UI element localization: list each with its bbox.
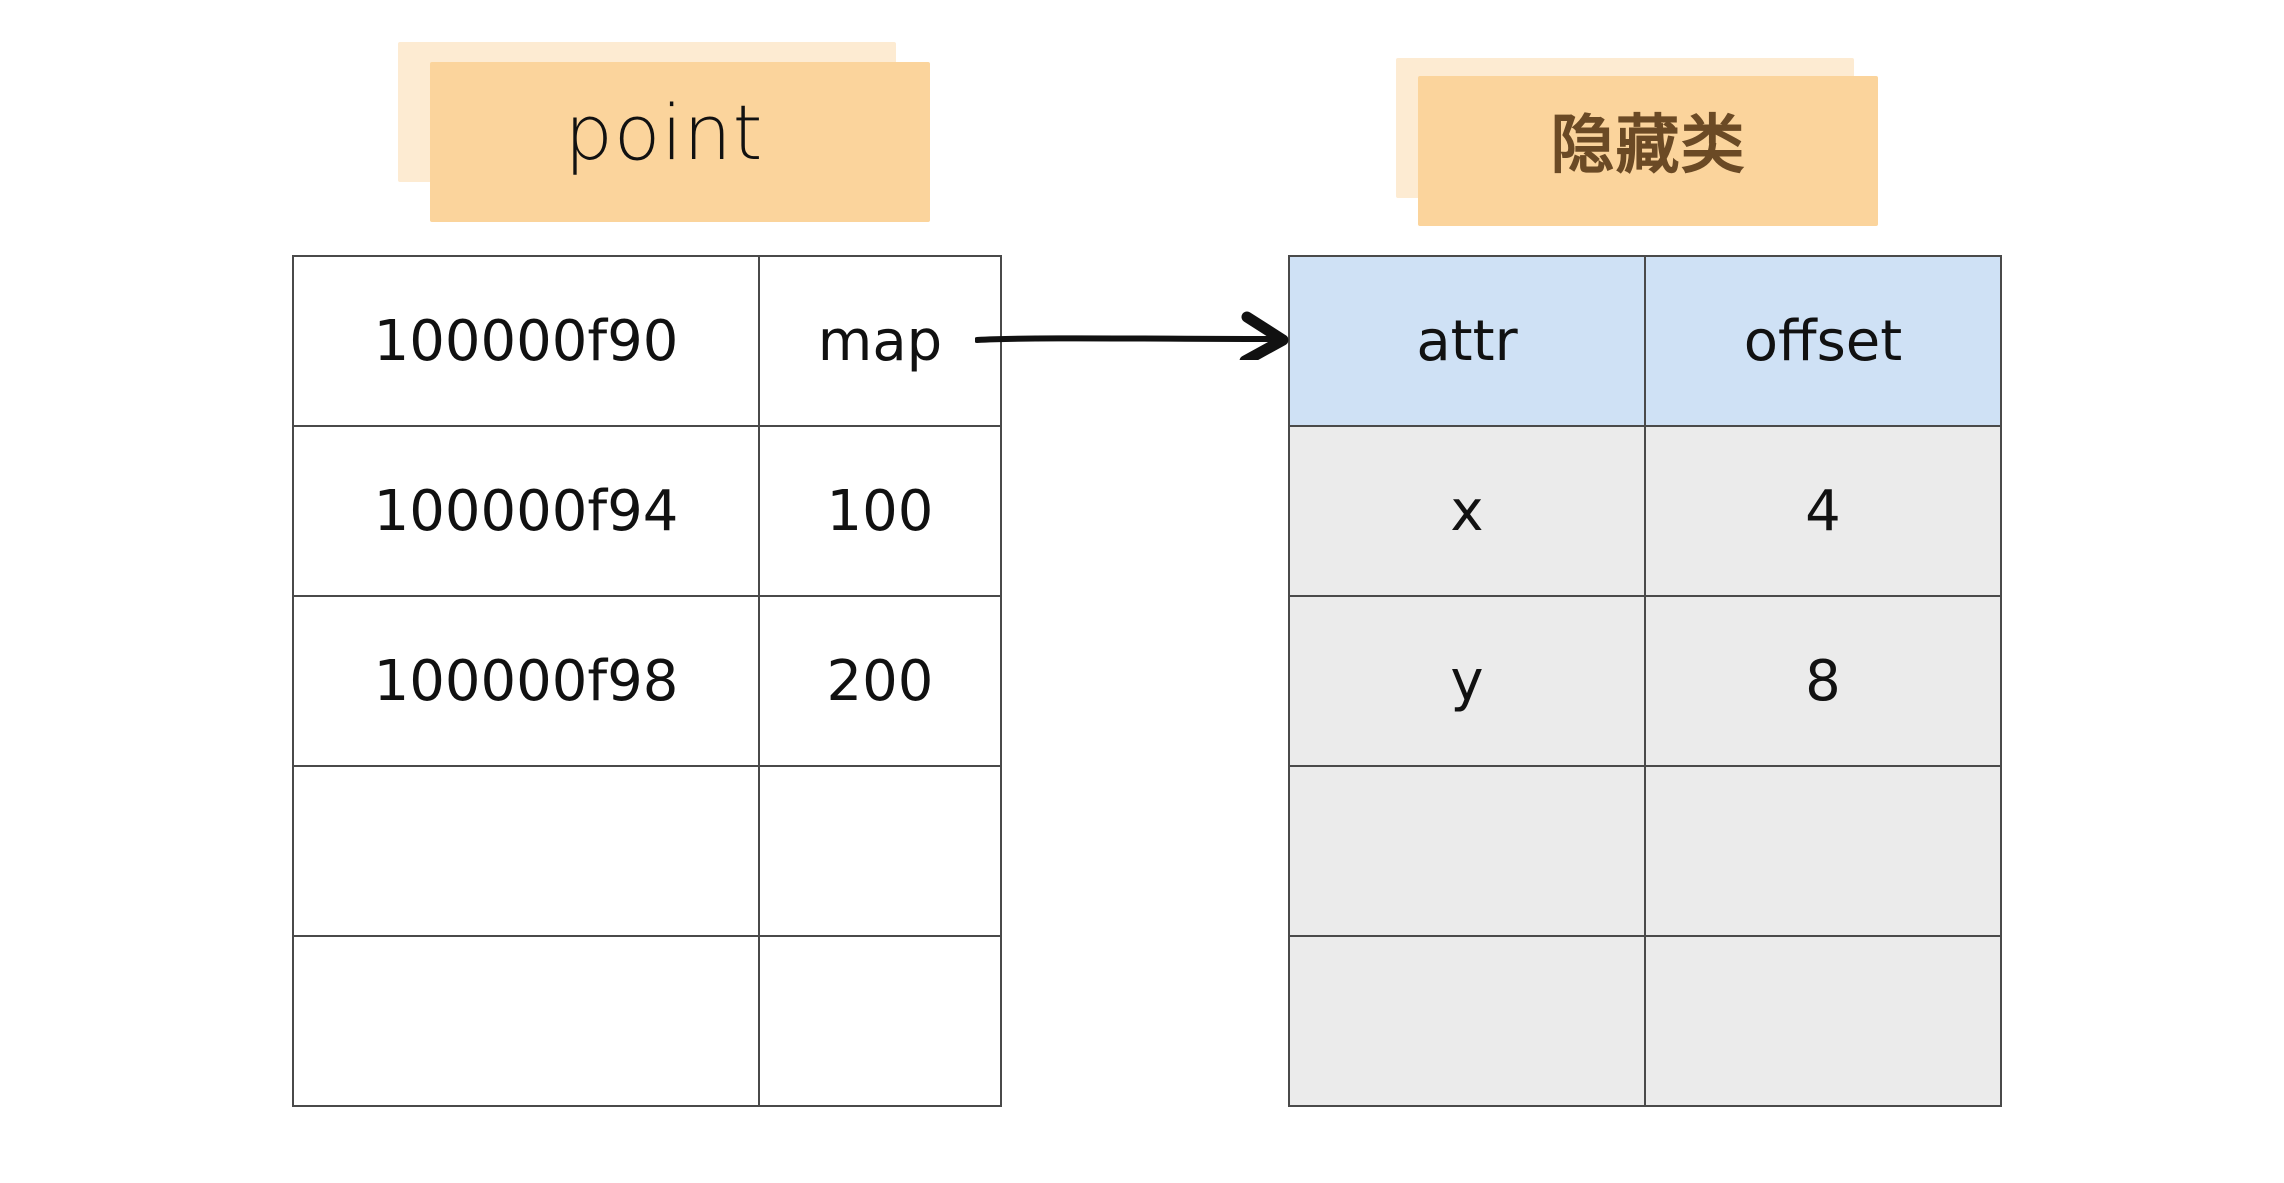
point-label: point [398,36,958,222]
address-cell: 100000f94 [292,425,760,597]
table-row [1288,765,2002,937]
hidden-class-table: attr offset x 4 y 8 [1288,255,2002,1107]
address-cell: 100000f90 [292,255,760,427]
arrow-right-icon [975,311,1289,360]
header-cell-attr: attr [1288,255,1646,427]
table-row [292,765,1002,937]
offset-cell: 8 [1644,595,2002,767]
table-row: 100000f98 200 [292,595,1002,767]
attr-cell [1288,765,1646,937]
attr-cell [1288,935,1646,1107]
table-row [1288,935,2002,1107]
address-cell [292,935,760,1107]
value-cell: map [758,255,1002,427]
hidden-class-label: 隐藏类 [1396,36,1916,236]
header-cell-offset: offset [1644,255,2002,427]
value-cell: 100 [758,425,1002,597]
hidden-class-label-text: 隐藏类 [1550,109,1746,183]
address-cell: 100000f98 [292,595,760,767]
value-cell [758,765,1002,937]
offset-cell [1644,935,2002,1107]
highlight-band-inner [1418,76,1878,226]
point-label-text: point [564,88,764,177]
value-cell: 200 [758,595,1002,767]
value-cell [758,935,1002,1107]
table-row: x 4 [1288,425,2002,597]
attr-cell: x [1288,425,1646,597]
offset-cell: 4 [1644,425,2002,597]
object-memory-table: 100000f90 map 100000f94 100 100000f98 20… [292,255,1002,1107]
highlight-band-inner [430,62,930,222]
table-row: 100000f90 map [292,255,1002,427]
table-row: y 8 [1288,595,2002,767]
table-row: 100000f94 100 [292,425,1002,597]
table-row [292,935,1002,1107]
table-header-row: attr offset [1288,255,2002,427]
address-cell [292,765,760,937]
attr-cell: y [1288,595,1646,767]
offset-cell [1644,765,2002,937]
